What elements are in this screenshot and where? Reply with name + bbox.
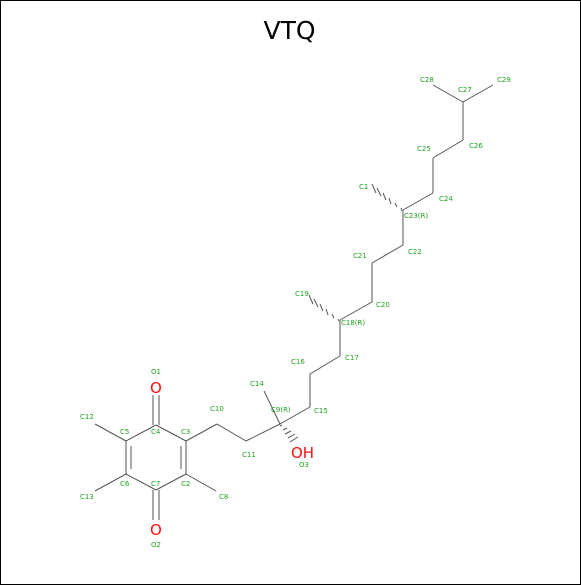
atom-label-c25: C25 (417, 145, 431, 153)
bond-lines (94, 84, 494, 520)
atom-label-o1: O1 (151, 368, 161, 376)
atom-label-c26: C26 (469, 142, 483, 150)
atom-label-c6: C6 (120, 480, 130, 488)
atom-label-c1: C1 (359, 183, 368, 191)
atom-label-c22: C22 (408, 248, 422, 256)
hydroxyl-bg (290, 443, 316, 460)
atom-label-c8: C8 (219, 493, 228, 501)
atom-label-c2: C2 (181, 480, 190, 488)
atom-label-c14: C14 (250, 380, 264, 388)
oxygen-bottom-bg (148, 521, 164, 537)
atom-label-c10: C10 (210, 405, 224, 413)
hydroxyl-group: OH (291, 444, 314, 462)
atom-label-c29: C29 (497, 76, 511, 84)
atom-label-c20: C20 (376, 301, 390, 309)
atom-label-c13: C13 (80, 493, 94, 501)
oxygen-bottom-atom: O (150, 521, 162, 539)
oxygen-top-bg (148, 379, 164, 395)
atom-label-c4: C4 (151, 428, 161, 436)
atom-label-group: O1 C4 C5 C3 C12 C10 C11 C6 C7 C2 C13 C8 … (80, 76, 511, 549)
atom-label-c21: C21 (353, 252, 367, 260)
atom-label-c27: C27 (458, 86, 472, 94)
atom-label-c18r: C18(R) (341, 319, 365, 327)
atom-label-c24: C24 (439, 195, 453, 203)
atom-label-c15: C15 (314, 407, 328, 415)
atom-label-c12: C12 (80, 413, 94, 421)
atom-label-c17: C17 (345, 354, 359, 362)
atom-label-c9r: C9(R) (271, 406, 291, 414)
atom-label-c23r: C23(R) (404, 212, 428, 220)
atom-label-o3: O3 (299, 461, 309, 469)
atom-label-o2: O2 (151, 541, 161, 549)
atom-label-c11: C11 (242, 451, 256, 459)
atom-label-c28: C28 (420, 76, 434, 84)
atom-label-c16: C16 (291, 358, 305, 366)
atom-label-c3: C3 (181, 428, 190, 436)
atom-label-c7: C7 (151, 480, 160, 488)
molecule-title: VTQ (263, 16, 316, 45)
atom-label-c19: C19 (295, 290, 309, 298)
atom-label-c5: C5 (120, 428, 129, 436)
stereo-wedge-bonds (279, 183, 403, 443)
oxygen-top-atom: O (150, 379, 162, 397)
